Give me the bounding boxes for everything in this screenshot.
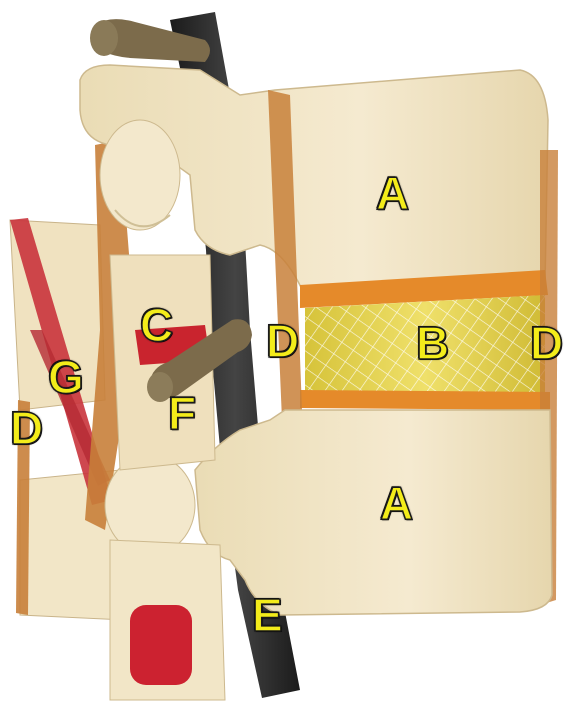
label-b-disc: B [416, 320, 449, 366]
label-g: G [48, 354, 84, 400]
label-f: F [168, 390, 196, 436]
label-d-left: D [10, 405, 43, 451]
label-a-lower: A [380, 480, 413, 526]
label-e: E [252, 592, 283, 638]
label-d-right: D [530, 320, 563, 366]
label-c: C [140, 302, 173, 348]
red-marker [130, 605, 192, 685]
label-d-center: D [266, 318, 299, 364]
label-a-upper: A [376, 170, 409, 216]
